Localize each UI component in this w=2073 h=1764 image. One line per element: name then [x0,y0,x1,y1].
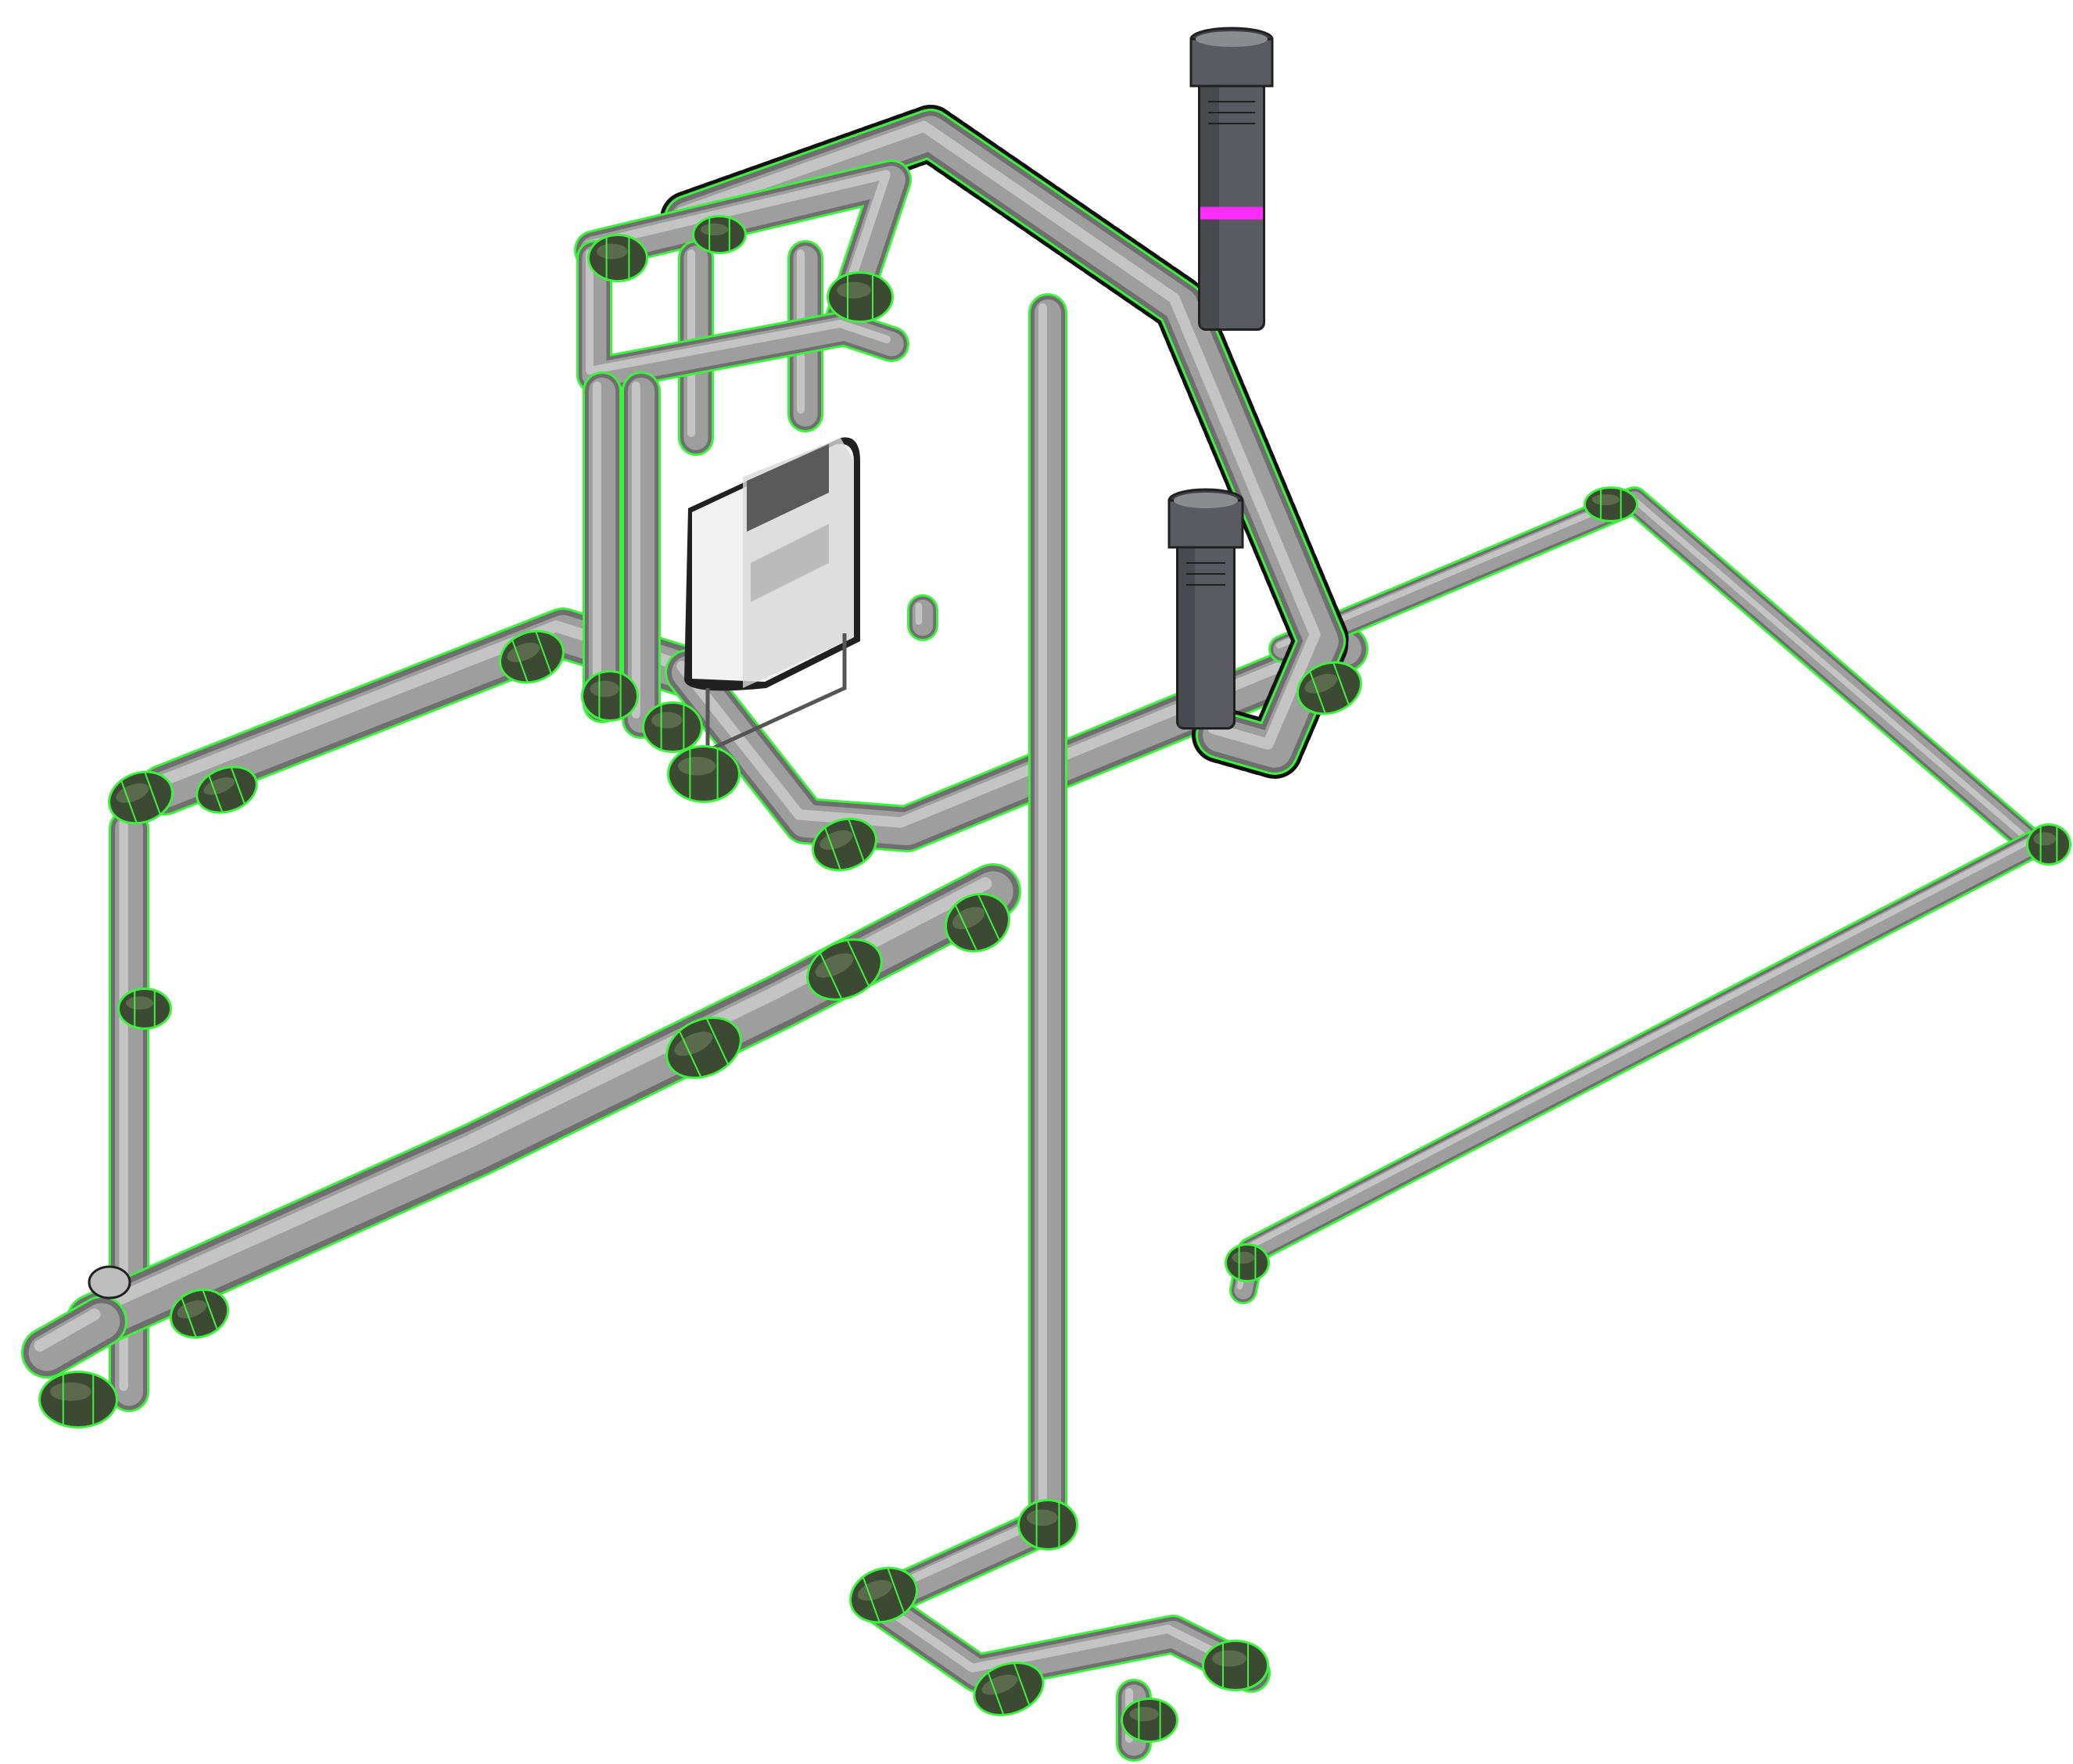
elbow-bottom-right [1202,1640,1269,1691]
long-drop-pipe [856,293,1271,1693]
fitting-unit-left [581,670,639,722]
right-loop-top [1268,486,2047,859]
right-loop-top-edge [1268,486,2047,859]
elbow-right-top [1583,486,1638,522]
long-diagonal-main-highlight [79,877,992,1321]
unit-mount-bracket [705,633,847,754]
left-edge-stub-body [28,1303,120,1371]
elbow-left-top [108,770,174,825]
tee-diag-1 [665,1016,742,1079]
right-loop-top-highlight [1275,493,2033,844]
fitting-unit-top-left [587,234,648,282]
long-diagonal-main-body [74,871,1013,1342]
unit-stub-3 [576,240,909,393]
roof-terminal-top-accent-band [1200,206,1263,220]
elbow-right-end [1225,1243,1270,1282]
tee-diag-2 [806,938,883,1001]
tee-left [499,629,565,684]
right-loop-return [1229,830,2047,1304]
fitting-group [38,215,2071,1743]
unit-top-crossover-highlight [584,170,891,320]
elbow-right-corner [2026,823,2071,866]
right-loop-return-body [1234,835,2043,1300]
unit-display-panel [747,444,829,532]
elbow-drop-mid [973,1662,1045,1716]
elbow-diag-end [945,892,1010,953]
fitting-right-arch [1297,661,1362,715]
terminal-group [1167,27,1274,730]
right-loop-top-body [1273,491,2043,854]
left-collar [88,1265,131,1300]
fitting-unit-bottom [667,745,741,803]
coupling-left-top [195,765,258,814]
unit-drop-left [583,371,622,723]
left-edge-stub [21,1296,127,1379]
unit-lower-panel [751,524,829,602]
long-drop-pipe-highlight [866,303,1250,1673]
stub-right-of-unit [907,594,938,641]
right-loop-top-body-shadow [1271,489,2045,856]
coupling-left-riser [117,988,172,1030]
fitting-bottom-outlet [1121,1698,1178,1743]
elbow-center [812,817,877,872]
ventilation-unit [684,437,860,754]
roof-terminal-top [1189,27,1274,331]
elbow-left-bottom [38,1371,118,1429]
upper-arch-main [660,105,1350,779]
roof-terminal-mid [1167,488,1244,730]
fitting-unit-top-mid [692,215,747,254]
long-diagonal-main [66,863,1021,1350]
fitting-unit-mid [642,701,703,753]
upper-arch-main-highlight [676,120,1321,750]
fitting-unit-top-right [827,271,894,323]
coupling-left-bottom [169,1288,230,1339]
elbow-drop-left [849,1566,918,1624]
unit-stub-3-highlight [586,249,891,375]
left-edge-stub-highlight [34,1308,101,1352]
elbow-drop-bottom [1017,1499,1078,1551]
unit-drop-right [622,371,661,739]
